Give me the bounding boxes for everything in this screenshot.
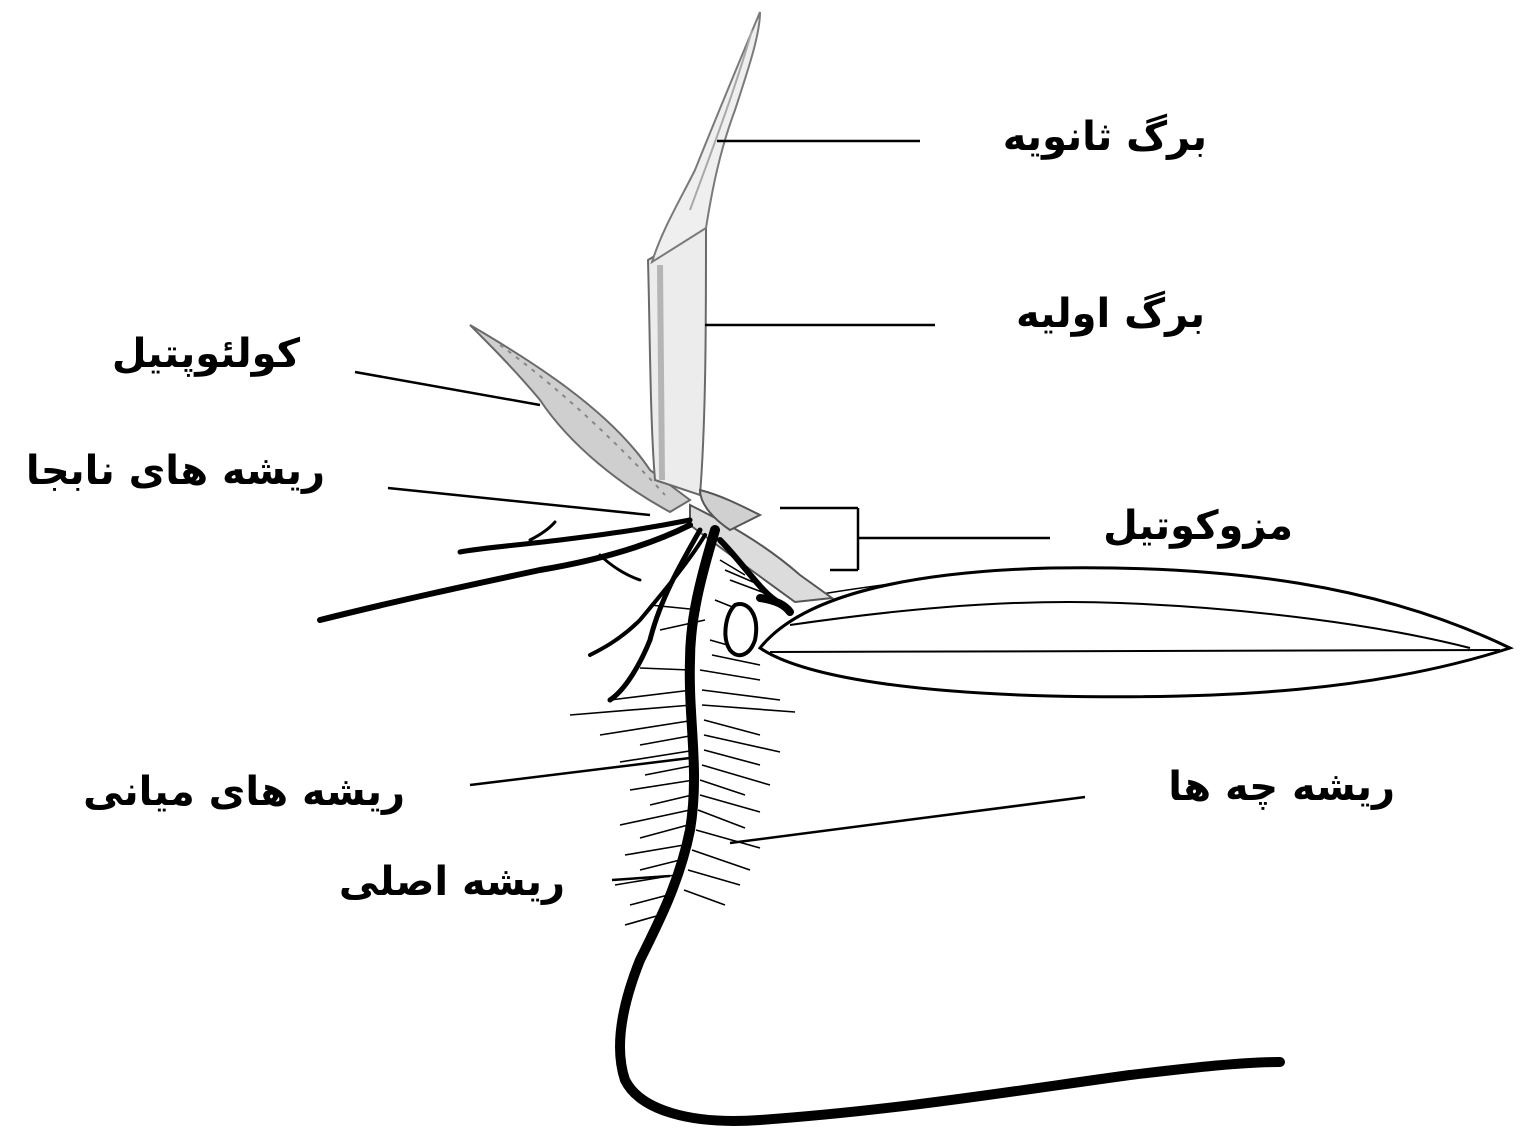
- label-rootlets: ریشه چه ها: [1168, 764, 1395, 810]
- label-secondary-leaf: برگ ثانویه: [1003, 114, 1207, 160]
- primary-leaf-shape: [648, 225, 706, 495]
- label-main-root: ریشه اصلی: [339, 859, 565, 905]
- label-seminal-roots: ریشه های میانی: [83, 769, 405, 815]
- label-mesocotyl: مزوکوتیل: [1103, 503, 1293, 549]
- label-primary-leaf: برگ اولیه: [1016, 291, 1205, 337]
- label-adventitious-roots: ریشه های نابجا: [26, 448, 325, 494]
- label-coleoptile: کولئوپتیل: [112, 331, 301, 377]
